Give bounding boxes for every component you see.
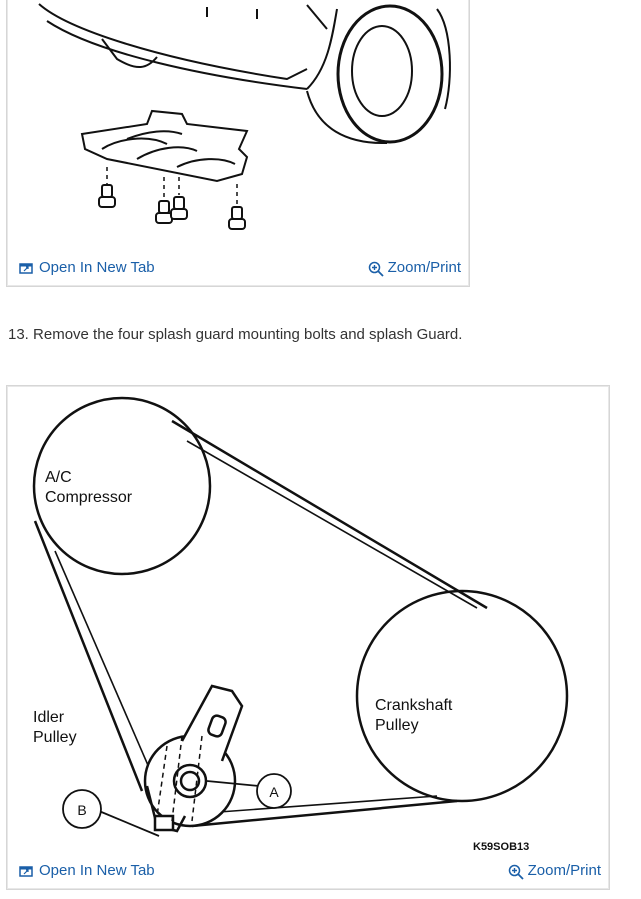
figure-belt-routing: A B A/C Compressor Crankshaft Pulley Idl… [6,385,610,890]
zoom-print-label: Zoom/Print [527,862,601,879]
figure2-zoom-print-link[interactable]: Zoom/Print [508,862,601,880]
zoom-plus-icon [368,261,384,277]
belt-routing-diagram: A B [32,396,569,837]
zoom-plus-icon [508,864,524,880]
open-in-new-tab-label: Open In New Tab [39,259,155,276]
crankshaft-pulley-label: Crankshaft Pulley [375,697,453,734]
figure1-toolbar: Open In New Tab Zoom/Print [7,250,469,286]
ac-compressor-pulley [32,396,212,576]
ac-compressor-label: A/C Compressor [45,469,133,506]
open-in-new-tab-label: Open In New Tab [39,862,155,879]
figure1-zoom-print-link[interactable]: Zoom/Print [368,259,461,277]
crankshaft-pulley [355,589,569,803]
figure1-open-in-new-tab-link[interactable]: Open In New Tab [19,259,155,276]
external-window-icon [19,864,33,878]
callout-b: B [77,802,86,818]
external-window-icon [19,261,33,275]
figure-code: K59SOB13 [473,841,530,853]
figure2-open-in-new-tab-link[interactable]: Open In New Tab [19,862,155,879]
idler-pulley-label: Idler Pulley [33,709,77,746]
callout-a: A [269,784,279,800]
figure2-toolbar: Open In New Tab Zoom/Print [7,853,609,889]
zoom-print-label: Zoom/Print [387,259,461,276]
step-instruction: 13. Remove the four splash guard mountin… [8,326,463,343]
splash-guard-illustration [38,3,451,230]
figure-splash-guard: Open In New Tab Zoom/Print [6,0,470,287]
